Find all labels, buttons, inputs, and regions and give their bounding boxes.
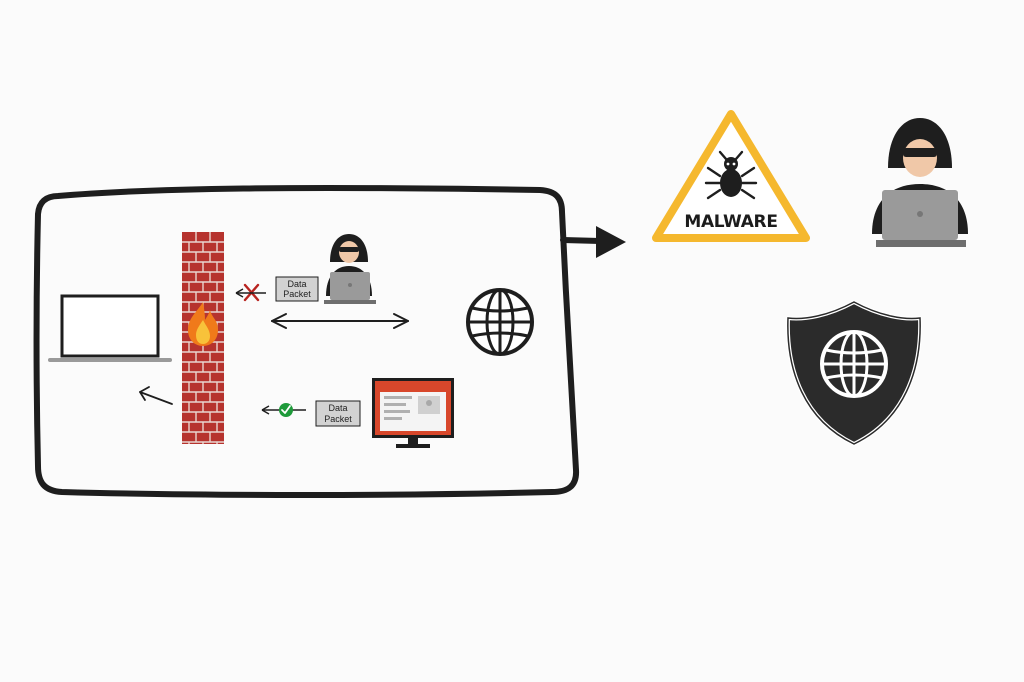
- return-arrow: [139, 386, 173, 405]
- fire-icon: [188, 302, 218, 346]
- allowed-packet-label-line2: Packet: [324, 414, 352, 424]
- malware-label: MALWARE: [684, 212, 777, 232]
- network-boundary: [33, 185, 580, 498]
- hacker-large-icon: [872, 118, 968, 247]
- malware-warning-icon: MALWARE: [652, 110, 810, 242]
- green-check-icon: [279, 403, 293, 417]
- shield-globe-symbol: [820, 330, 888, 398]
- monitor-icon: [372, 378, 454, 448]
- blocked-indicator: [235, 283, 266, 302]
- blocked-packet-label-line2: Packet: [283, 289, 311, 299]
- blocked-packet-label-line1: Data: [287, 279, 306, 289]
- red-x-icon: [235, 283, 266, 302]
- bidirectional-arrow: [271, 313, 409, 329]
- bug-icon: [704, 150, 758, 200]
- shield-globe-icon: [785, 300, 923, 446]
- hacker-icon: [324, 234, 376, 304]
- allowed-indicator: [261, 403, 306, 417]
- allowed-data-packet: Data Packet: [315, 400, 361, 427]
- laptop-icon: [48, 294, 172, 362]
- outbound-arrow: [560, 226, 626, 258]
- globe-icon: [466, 288, 534, 356]
- allowed-packet-label-line1: Data: [328, 403, 347, 413]
- blocked-data-packet: Data Packet: [275, 276, 319, 302]
